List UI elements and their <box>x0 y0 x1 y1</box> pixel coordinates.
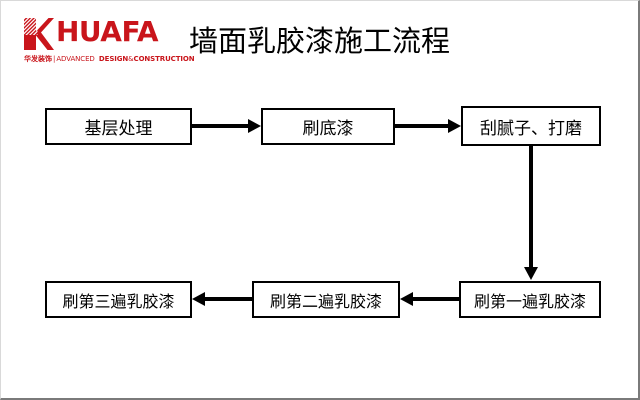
arrow-primer-to-putty-head <box>448 119 461 133</box>
flow-box-latex-coat-3: 刷第三遍乳胶漆 <box>45 281 192 318</box>
flow-box-putty-and-sanding: 刮腻子、打磨 <box>461 106 601 146</box>
arrow-putty-to-coat1-line <box>529 146 533 267</box>
flow-box-base-treatment: 基层处理 <box>45 108 192 145</box>
arrow-base-to-primer-head <box>248 119 261 133</box>
tagline-advanced: ADVANCED <box>56 55 95 63</box>
arrow-coat1-to-coat2-head <box>400 292 413 306</box>
arrow-coat1-to-coat2-line <box>413 297 459 301</box>
huafa-k-mark-icon <box>24 18 54 50</box>
arrow-putty-to-coat1-head <box>524 267 538 280</box>
tagline-design: DESIGN <box>98 55 129 63</box>
huafa-tagline: 华发装饰|ADVANCED DESIGN&CONSTRUCTION <box>24 51 195 64</box>
tagline-ampersand: & <box>128 55 134 63</box>
flow-box-latex-coat-1: 刷第一遍乳胶漆 <box>459 281 601 318</box>
flow-box-latex-coat-2: 刷第二遍乳胶漆 <box>252 281 400 318</box>
huafa-logo: HUAFA 华发装饰|ADVANCED DESIGN&CONSTRUCTION <box>23 15 195 63</box>
arrow-coat2-to-coat3-head <box>192 292 205 306</box>
arrow-base-to-primer-line <box>192 124 248 128</box>
huafa-wordmark: HUAFA <box>56 15 159 48</box>
tagline-separator: | <box>53 55 56 63</box>
tagline-construction: CONSTRUCTION <box>133 55 195 63</box>
arrow-coat2-to-coat3-line <box>205 297 252 301</box>
flow-box-primer-coat: 刷底漆 <box>261 108 395 145</box>
page-title: 墙面乳胶漆施工流程 <box>189 24 451 58</box>
arrow-primer-to-putty-line <box>395 124 448 128</box>
tagline-chinese: 华发装饰 <box>24 55 52 63</box>
